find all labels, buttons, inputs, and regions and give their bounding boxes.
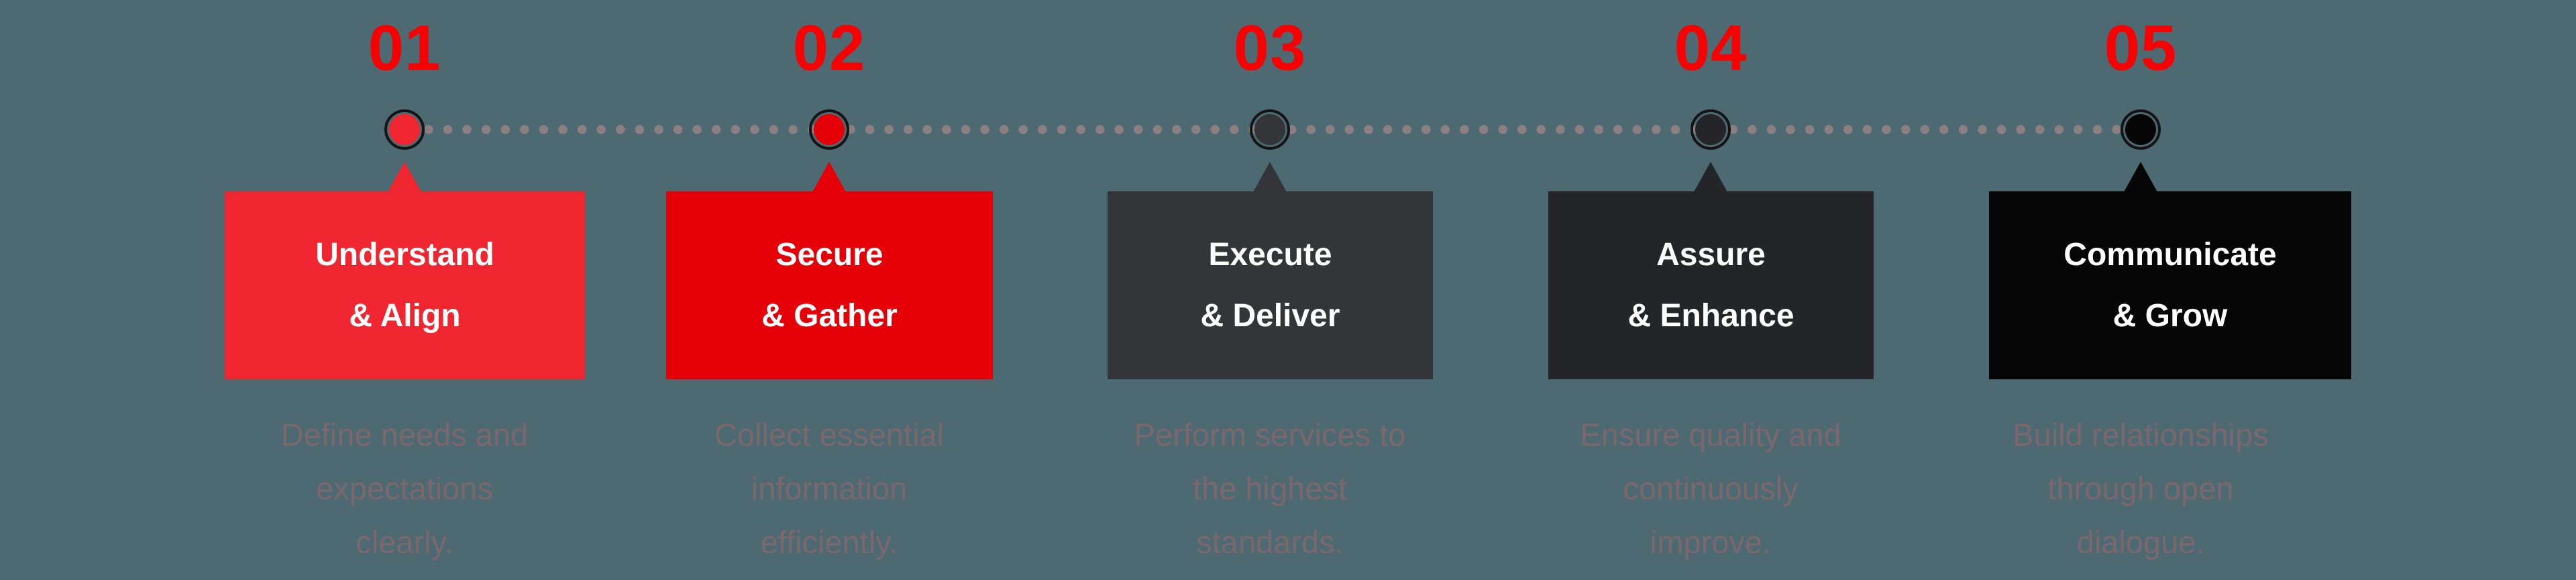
- timeline-node-dot: [1695, 114, 1726, 145]
- box-pointer-arrow: [812, 162, 846, 192]
- step-04-title: Assure & Enhance: [1627, 236, 1794, 334]
- step-02-number: 02: [792, 12, 866, 84]
- step-04: 04 Assure & Enhance Ensure quality and c…: [1503, 0, 1919, 580]
- timeline-node-ring: [384, 109, 425, 150]
- box-pointer-arrow: [388, 162, 421, 192]
- box-pointer-arrow: [1694, 162, 1727, 192]
- timeline-node-ring: [2121, 109, 2161, 150]
- step-05-title-box: Communicate & Grow: [1989, 191, 2351, 379]
- step-01-number: 01: [368, 12, 441, 84]
- step-02-description: Collect essential information efficientl…: [714, 417, 945, 560]
- step-02-title-box: Secure & Gather: [666, 191, 993, 379]
- step-03-description: Perform services to the highest standard…: [1134, 417, 1406, 560]
- step-01-title-box: Understand & Align: [225, 191, 585, 379]
- step-05-title: Communicate & Grow: [2063, 236, 2277, 334]
- step-05-number: 05: [2104, 12, 2178, 84]
- step-05-description: Build relationships through open dialogu…: [2012, 417, 2269, 560]
- timeline-node-dot: [389, 114, 420, 145]
- step-03-title: Execute & Deliver: [1200, 236, 1340, 334]
- step-05: 05 Communicate & Grow Build relationship…: [1933, 0, 2351, 580]
- step-02: 02 Secure & Gather Collect essential inf…: [621, 0, 1037, 580]
- step-03: 03 Execute & Deliver Perform services to…: [1062, 0, 1478, 580]
- step-02-title: Secure & Gather: [761, 236, 898, 334]
- step-04-description: Ensure quality and continuously improve.: [1580, 417, 1841, 560]
- timeline-node-ring: [809, 109, 849, 150]
- box-pointer-arrow: [1253, 162, 1287, 192]
- timeline-node-ring: [1250, 109, 1290, 150]
- step-04-number: 04: [1674, 12, 1748, 84]
- step-01-title: Understand & Align: [315, 236, 494, 334]
- box-pointer-arrow: [2124, 162, 2157, 192]
- timeline-node-dot: [1254, 114, 1285, 145]
- step-01-description: Define needs and expectations clearly.: [280, 417, 529, 560]
- step-03-title-box: Execute & Deliver: [1108, 191, 1433, 379]
- timeline-node-ring: [1690, 109, 1731, 150]
- timeline-node-dot: [814, 114, 845, 145]
- step-04-title-box: Assure & Enhance: [1548, 191, 1874, 379]
- step-03-number: 03: [1233, 12, 1307, 84]
- step-01: 01 Understand & Align Define needs and e…: [197, 0, 612, 580]
- timeline-node-dot: [2125, 114, 2156, 145]
